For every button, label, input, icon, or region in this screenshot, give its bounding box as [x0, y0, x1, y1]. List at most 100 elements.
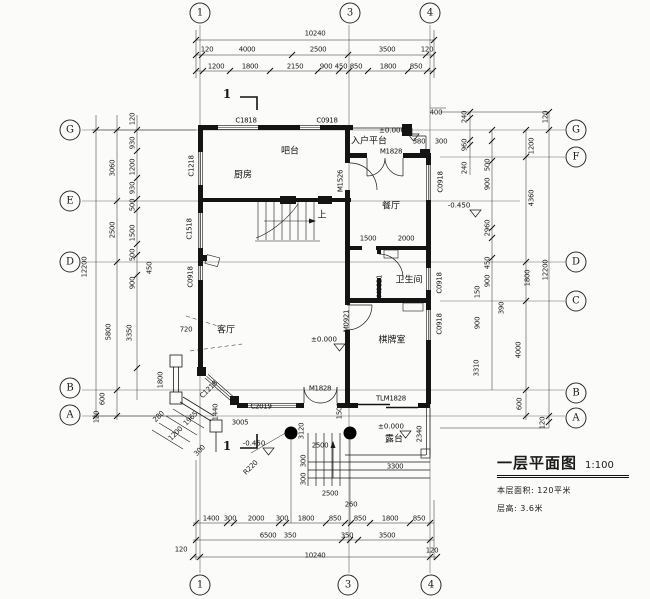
dim-label: R220 [241, 458, 260, 477]
label-leaders [185, 315, 243, 352]
dim-label: 1500 [359, 234, 377, 243]
grid-bubble: 1 [189, 2, 211, 24]
opening-label: M0821 [375, 274, 384, 298]
dim-label: 3310 [472, 359, 481, 377]
opening-label: M0921 [342, 309, 351, 333]
opening-label: C0918 [316, 116, 338, 125]
dim-label: 1800 [379, 62, 397, 71]
dim-label: 12200 [541, 259, 550, 281]
grid-bubble: G [565, 119, 587, 141]
dim-label: 850 [409, 62, 423, 71]
opening-label: C1518 [185, 218, 194, 240]
dim-label: 3005 [231, 418, 249, 427]
dim-label: 1200 [207, 62, 225, 71]
dim-label: 300 [434, 137, 448, 146]
dim-label: 10240 [304, 551, 326, 560]
level-label: -0.450 [242, 439, 266, 448]
grid-bubble: 1 [189, 574, 211, 596]
dim-label: 930 [128, 181, 137, 195]
grid-bubble: A [565, 407, 587, 429]
dim-label: 720 [179, 325, 193, 334]
walls [197, 124, 431, 408]
dim-label: 300 [223, 514, 237, 523]
dim-label: 600 [515, 397, 524, 411]
dim-label: 2500 [309, 45, 327, 54]
dim-label: 1500 [128, 224, 137, 242]
dim-label: 450 [334, 62, 348, 71]
room-label: 客厅 [216, 325, 236, 336]
dim-label: 850 [328, 514, 342, 523]
grid-bubble: C [565, 290, 587, 312]
room-label: 吧台 [280, 146, 300, 157]
dim-label: 120 [425, 546, 439, 555]
columns [284, 426, 357, 440]
opening-label: C0918 [186, 266, 195, 288]
room-label: 棋牌室 [378, 335, 406, 346]
dim-label: 120 [420, 45, 434, 54]
dim-label: 450 [145, 261, 154, 275]
dim-label: 1200 [166, 424, 185, 443]
dim-label: 850 [412, 514, 426, 523]
title-block: 一层平面图 1:100 本层面积: 120平米 层高: 3.6米 [497, 452, 642, 514]
dim-label: 1800 [523, 269, 532, 287]
dim-label: 2000 [397, 234, 415, 243]
grid-bubble: 3 [337, 574, 359, 596]
opening-label: C1818 [235, 116, 257, 125]
opening-label: C1218 [198, 379, 219, 400]
level-label: ±0.000 [378, 422, 404, 431]
dim-label: 500 [128, 248, 137, 262]
level-triangles [262, 133, 482, 456]
dim-label: 4000 [238, 45, 256, 54]
dim-label: 300 [299, 472, 308, 486]
dim-label: 850 [349, 62, 363, 71]
grid-bubble: B [59, 377, 81, 399]
level-label: -0.450 [447, 201, 471, 210]
steps-arrow [330, 441, 336, 448]
grid-bubble: A [59, 404, 81, 426]
dimension-ticks [92, 36, 553, 561]
dim-label: 3060 [108, 159, 117, 177]
dim-label: 930 [128, 136, 137, 150]
dim-label: 500 [128, 198, 137, 212]
dim-label: 900 [319, 62, 333, 71]
dim-label: 120 [200, 45, 214, 54]
grid-bubble: E [59, 190, 81, 212]
dim-label: 850 [353, 514, 367, 523]
dim-label: 450 [483, 256, 492, 270]
dim-label: 10240 [304, 29, 326, 38]
dim-label: 300 [275, 514, 289, 523]
room-label: 餐厅 [381, 201, 401, 212]
opening-label: C0918 [435, 272, 444, 294]
dim-label: 3300 [386, 462, 404, 471]
area-note: 本层面积: 120平米 [497, 486, 572, 495]
opening-label: C1218 [187, 155, 196, 177]
room-label: 厨房 [233, 170, 253, 181]
dim-label: 1400 [202, 514, 220, 523]
dim-label: 5800 [104, 323, 113, 341]
plan-title-row: 一层平面图 1:100 [497, 452, 629, 478]
grid-bubble: 3 [339, 2, 361, 24]
dim-label: 1200 [527, 137, 536, 155]
entry-platform [352, 127, 427, 153]
level-label: ±0.000 [311, 335, 337, 344]
opening-label: C0918 [436, 171, 445, 193]
grid-bubble: D [59, 251, 81, 273]
dim-label: 280 [151, 409, 166, 424]
dim-label: 3120 [297, 422, 306, 440]
dim-label: 3350 [125, 324, 134, 342]
dim-label: 120 [538, 416, 547, 430]
fixtures [204, 249, 424, 312]
dim-label: 2000 [247, 514, 265, 523]
dim-label: 3500 [378, 531, 396, 540]
windows [198, 125, 431, 409]
opening-label: M1828 [379, 147, 403, 156]
dim-label: 2500 [108, 221, 117, 239]
plan-scale: 1:100 [585, 460, 614, 471]
doors [303, 157, 404, 404]
dim-label: 350 [283, 531, 297, 540]
dim-label: 4000 [514, 341, 523, 359]
section-cut-marks [240, 96, 258, 449]
dim-label: 260 [344, 500, 358, 509]
